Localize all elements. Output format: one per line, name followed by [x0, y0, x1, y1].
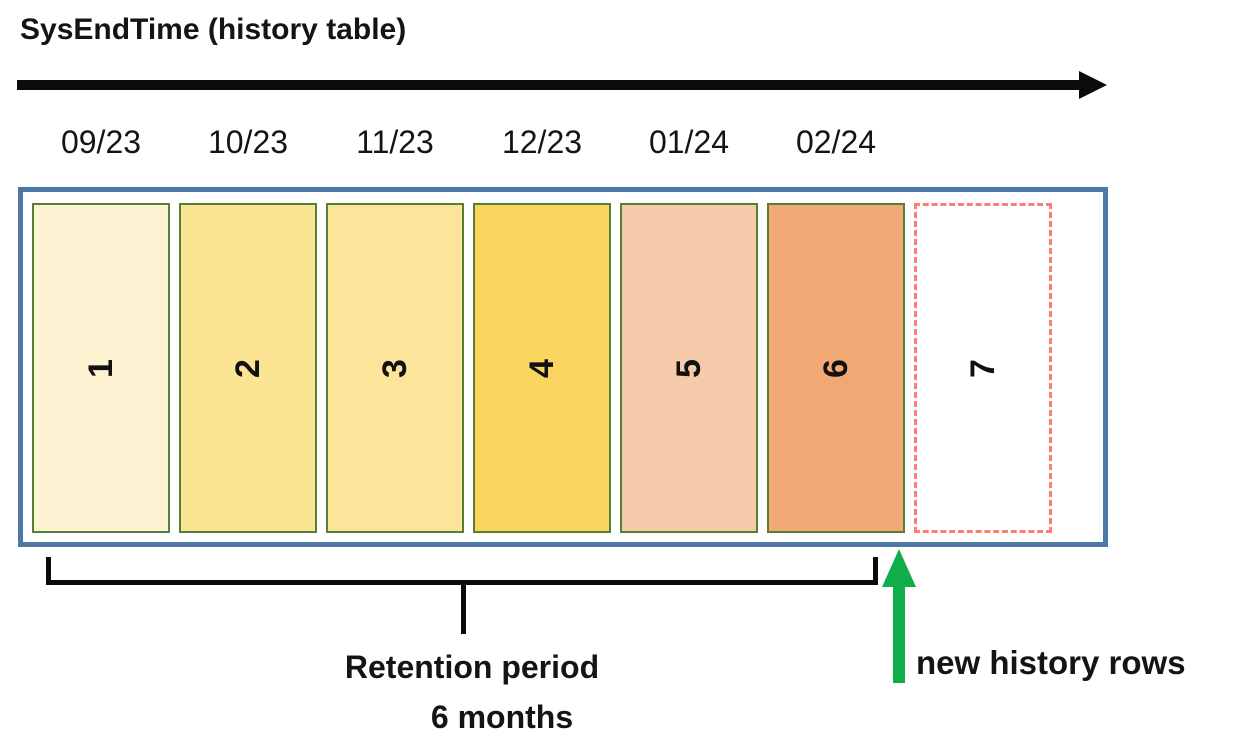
- up-arrow-shaft: [893, 584, 905, 683]
- partition-number: 4: [522, 358, 561, 378]
- month-label: 02/24: [795, 124, 877, 160]
- bracket-horizontal-line: [46, 580, 878, 585]
- month-label: 01/24: [648, 124, 730, 160]
- retention-months-label: 6 months: [430, 699, 574, 735]
- partition-number: 1: [81, 358, 120, 378]
- partition-box-future: 7: [914, 203, 1052, 533]
- partition-box: 2: [179, 203, 317, 533]
- month-label: 09/23: [60, 124, 142, 160]
- diagram-title: SysEndTime (history table): [20, 13, 407, 46]
- month-label: 12/23: [501, 124, 583, 160]
- partition-number: 3: [375, 358, 414, 378]
- partition-box: 6: [767, 203, 905, 533]
- bracket-left-tick: [46, 557, 51, 585]
- partition-box: 4: [473, 203, 611, 533]
- partition-number: 7: [963, 358, 1002, 378]
- partition-box: 1: [32, 203, 170, 533]
- right-arrow-icon: [1079, 71, 1107, 99]
- new-history-rows-label: new history rows: [916, 644, 1186, 681]
- month-label: 11/23: [356, 124, 434, 160]
- partition-box: 5: [620, 203, 758, 533]
- partition-number: 6: [816, 358, 855, 378]
- month-label: 10/23: [207, 124, 289, 160]
- up-arrow-icon: [882, 549, 916, 587]
- retention-period-label: Retention period: [344, 649, 600, 685]
- partition-number: 5: [669, 358, 708, 378]
- bracket-right-tick: [873, 557, 878, 585]
- timeline-axis-line: [17, 80, 1079, 90]
- partition-box: 3: [326, 203, 464, 533]
- bracket-center-stem: [461, 585, 466, 634]
- partition-number: 2: [228, 358, 267, 378]
